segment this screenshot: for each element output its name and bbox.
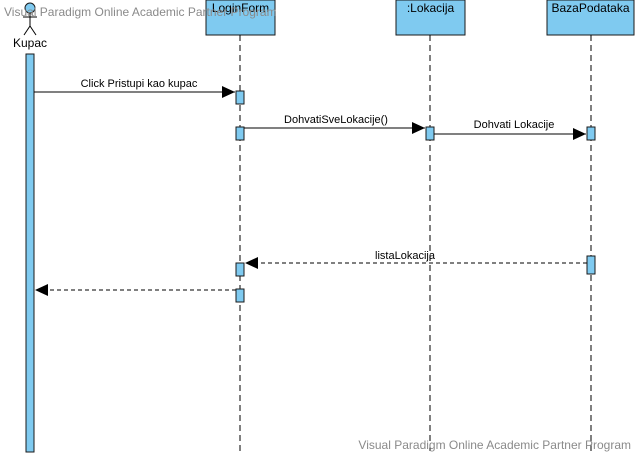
watermark-top: Visual Paradigm Online Academic Partner … [4, 5, 277, 19]
lifeline-bazapodataka[interactable]: BazaPodataka [546, 0, 635, 452]
message-dohvati-sve-lokacije[interactable]: DohvatiSveLokacije() [244, 114, 425, 134]
message-label: DohvatiSveLokacije() [284, 114, 388, 126]
lifeline-bazapodataka-box [546, 0, 635, 36]
actor-kupac[interactable]: Kupac [13, 2, 47, 50]
activation-loginform-1 [235, 90, 245, 105]
activation-lokacija-1 [425, 126, 435, 141]
message-lista-lokacija[interactable]: listaLokacija [245, 250, 587, 269]
message-label: listaLokacija [375, 250, 436, 262]
message-click-pristupi[interactable]: Click Pristupi kao kupac [34, 78, 235, 98]
watermark-bottom: Visual Paradigm Online Academic Partner … [358, 438, 631, 452]
activation-bazapodataka-2 [586, 255, 596, 275]
message-label: Dohvati Lokacije [474, 119, 555, 131]
message-label: Click Pristupi kao kupac [81, 78, 198, 90]
activation-loginform-2 [235, 126, 245, 141]
actor-activation-bar [25, 53, 35, 453]
lifeline-lokacija-label: :Lokacija [407, 1, 455, 15]
activation-loginform-4 [235, 288, 245, 303]
lifeline-lokacija[interactable]: :Lokacija [395, 0, 466, 452]
actor-label: Kupac [13, 36, 47, 50]
activation-bazapodataka-1 [586, 126, 596, 141]
lifeline-loginform[interactable]: LoginForm [205, 0, 276, 452]
actor-leg-right [29, 25, 37, 36]
lifeline-bazapodataka-label: BazaPodataka [551, 1, 629, 15]
lifeline-loginform-label: LoginForm [212, 1, 269, 15]
activation-loginform-3 [235, 262, 245, 277]
message-dohvati-lokacije[interactable]: Dohvati Lokacije [434, 119, 586, 140]
actor-leg-left [23, 25, 31, 36]
